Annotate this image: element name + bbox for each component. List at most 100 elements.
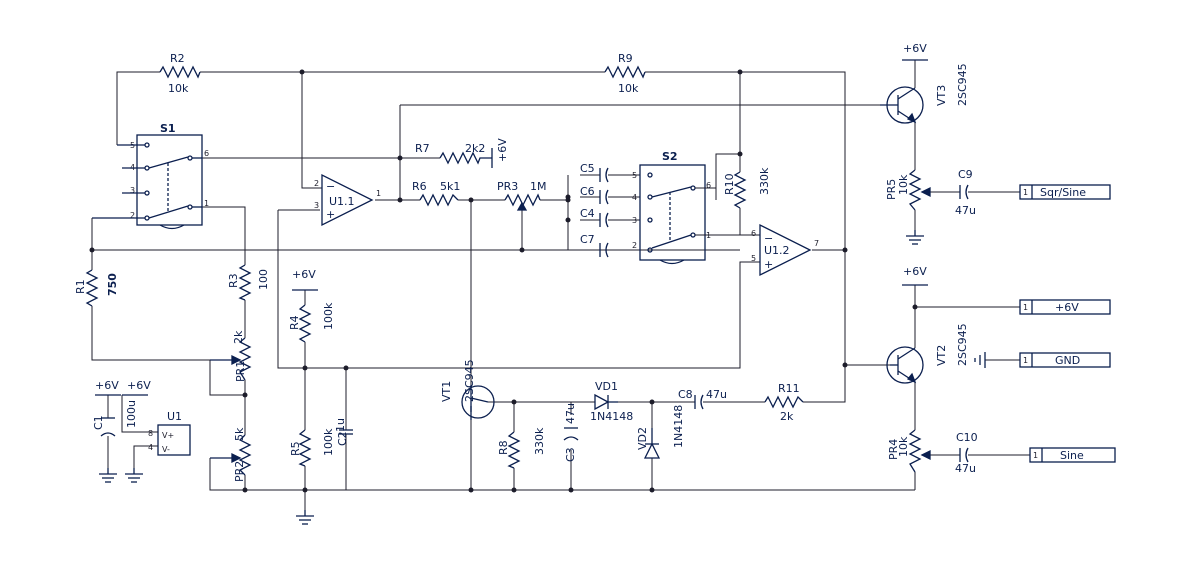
- u1-ref: U1: [167, 410, 182, 423]
- vcc-label-u1: +6V: [127, 379, 151, 392]
- ground-icon: [124, 467, 144, 483]
- capacitor-C1: C1 100u: [92, 400, 138, 437]
- transistor-VT1: VT1 2SC945: [440, 359, 495, 420]
- u1-2-pin5: 5: [751, 254, 756, 263]
- connector-label: GND: [1055, 354, 1080, 367]
- r3-value: 100: [257, 269, 270, 290]
- c1-ref: C1: [92, 415, 105, 430]
- r9-ref: R9: [618, 52, 633, 65]
- diode-VD2: VD2 1N4148: [636, 405, 685, 459]
- resistor-R2: R2 10k: [159, 52, 201, 95]
- vcc-label-r4: +6V: [292, 268, 316, 281]
- resistor-R5: R5 100k: [289, 428, 335, 467]
- r5-ref: R5: [289, 441, 302, 456]
- connector-gnd: 1 GND: [1019, 352, 1111, 368]
- resistor-R6: R6 5k1: [412, 180, 460, 207]
- c3-value: 47u: [564, 403, 577, 424]
- r11-ref: R11: [778, 382, 800, 395]
- u1-vminus: V-: [162, 445, 170, 454]
- r8-value: 330k: [533, 427, 546, 455]
- c7-ref: C7: [580, 233, 595, 246]
- resistor-R11: R11 2k: [764, 382, 804, 423]
- opamp-U1-1: − + U1.1 2 3 1: [314, 173, 381, 227]
- s2-pin2: 2: [632, 241, 637, 250]
- r7-power-label: +6V: [496, 138, 509, 162]
- connector-label: +6V: [1055, 301, 1079, 314]
- r6-ref: R6: [412, 180, 427, 193]
- r10-ref: R10: [723, 173, 736, 195]
- u1-1-minus-sign: −: [326, 180, 335, 193]
- capacitor-C6: C6: [580, 185, 609, 205]
- pr1-ref: PR1: [234, 361, 247, 382]
- connector-pin: 1: [1023, 356, 1028, 365]
- vcc-label-c1: +6V: [95, 379, 119, 392]
- capacitor-C2: C2 1u: [334, 418, 353, 462]
- junctions: [89, 69, 918, 493]
- pr5-ref: PR5: [885, 179, 898, 200]
- pr2-ref: PR2: [233, 461, 246, 482]
- r4-ref: R4: [288, 315, 301, 330]
- pr3-value: 1M: [530, 180, 547, 193]
- r7-ref: R7: [415, 142, 430, 155]
- vt1-value: 2SC945: [463, 359, 476, 402]
- vd2-value: 1N4148: [672, 405, 685, 448]
- pr2-value: 5k: [233, 427, 246, 441]
- c8-ref: C8: [678, 388, 693, 401]
- c4-ref: C4: [580, 207, 595, 220]
- resistor-R9: R9 10k: [604, 52, 646, 95]
- switch-S2: S2 5 4 3 2 6 1: [632, 150, 760, 265]
- potentiometer-PR5: PR5 10k: [885, 169, 931, 211]
- capacitor-C4: C4: [580, 207, 609, 228]
- vt3-ref: VT3: [935, 85, 948, 106]
- c10-value: 47u: [955, 462, 976, 475]
- c6-ref: C6: [580, 185, 595, 198]
- connector-vcc: 1 +6V: [1019, 299, 1111, 315]
- ground-icon: [905, 229, 925, 245]
- s1-pin6: 6: [204, 149, 209, 158]
- resistor-R10: R10 330k: [723, 167, 771, 209]
- c1-value: 100u: [125, 400, 138, 428]
- c8-value: 47u: [706, 388, 727, 401]
- pr1-value: 2k: [232, 330, 245, 344]
- power-rails: +6V +6V +6V +6V +6V: [95, 42, 928, 396]
- r9-value: 10k: [618, 82, 639, 95]
- vd1-ref: VD1: [595, 380, 618, 393]
- r6-value: 5k1: [440, 180, 460, 193]
- u1-1-plus-sign: +: [326, 208, 335, 221]
- r7-value: 2k2: [465, 142, 485, 155]
- capacitor-C10: C10 47u: [955, 431, 978, 475]
- c10-ref: C10: [956, 431, 978, 444]
- pr4-ref: PR4: [887, 439, 900, 460]
- s1-pin2: 2: [130, 211, 135, 220]
- pr3-ref: PR3: [497, 180, 518, 193]
- opamp-U1-2: − + U1.2 6 5 7: [751, 223, 819, 277]
- vcc-label-vt3: +6V: [903, 42, 927, 55]
- pr4-value: 10k: [897, 436, 910, 457]
- transistor-VT2: VT2 2SC945: [886, 323, 969, 384]
- r10-value: 330k: [758, 167, 771, 195]
- vd2-ref: VD2: [636, 427, 649, 450]
- r2-ref: R2: [170, 52, 185, 65]
- capacitor-C5: C5: [580, 162, 609, 183]
- s1-pin1: 1: [204, 199, 209, 208]
- pr5-value: 10k: [897, 174, 910, 195]
- potentiometer-PR1: PR1 2k: [210, 330, 252, 382]
- connector-pin: 1: [1023, 188, 1028, 197]
- r5-value: 100k: [322, 428, 335, 456]
- c9-value: 47u: [955, 204, 976, 217]
- c2-ref: C2: [336, 431, 349, 446]
- r3-ref: R3: [227, 273, 240, 288]
- s1-ref: S1: [160, 122, 176, 135]
- capacitor-C9: C9 47u: [955, 168, 976, 217]
- resistor-R7: R7 2k2 +6V: [415, 138, 509, 168]
- c2-value: 1u: [334, 418, 347, 432]
- s2-pin3: 3: [632, 216, 637, 225]
- grounds: [98, 229, 986, 525]
- u1-1-pin3: 3: [314, 201, 319, 210]
- s2-pin4: 4: [632, 193, 637, 202]
- vt2-ref: VT2: [935, 345, 948, 366]
- vt3-value: 2SC945: [956, 63, 969, 106]
- u1-2-pin7: 7: [814, 239, 819, 248]
- resistor-R4: R4 100k: [288, 302, 335, 343]
